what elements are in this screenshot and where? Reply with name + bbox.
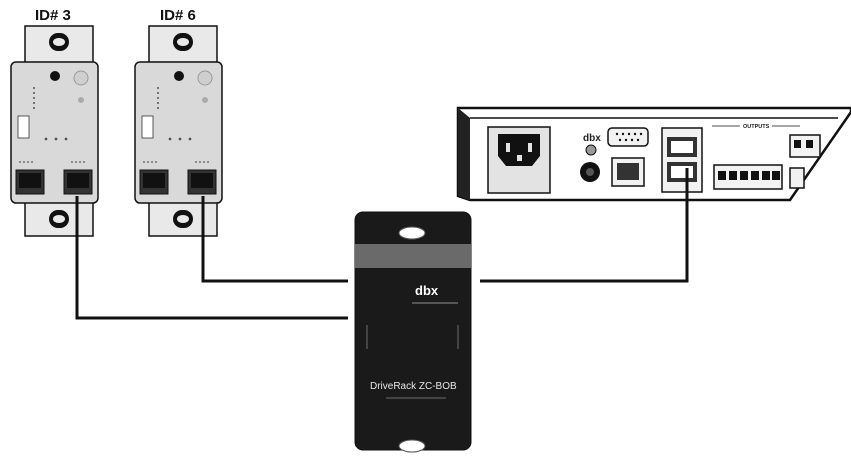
cable-panel-id6 xyxy=(201,196,348,283)
status-led-icon xyxy=(174,71,184,81)
panel-module xyxy=(10,61,99,204)
driverack-rear-panel: dbx OUTPUTS xyxy=(456,106,851,202)
bob-brand-logo: dbx xyxy=(415,283,439,298)
rack-brand-logo: dbx xyxy=(583,133,601,144)
panel-id-label: ID# 3 xyxy=(35,7,71,24)
cables xyxy=(75,168,689,320)
status-led-icon xyxy=(50,71,60,81)
wall-panel-id3: ID# 3 xyxy=(10,7,99,237)
cable-panel-id3 xyxy=(75,196,348,320)
mount-hole-top xyxy=(398,226,426,240)
bob-band xyxy=(355,244,471,268)
cable-to-rack xyxy=(480,168,689,283)
wall-panel-id6: ID# 6 xyxy=(134,7,223,237)
outputs-label: OUTPUTS xyxy=(743,124,770,130)
mount-hole-bottom xyxy=(398,439,426,453)
panel-module xyxy=(134,61,223,204)
panel-id-label: ID# 6 xyxy=(160,7,196,24)
serial-port xyxy=(607,127,649,147)
bob-model-name: DriveRack ZC-BOB xyxy=(370,381,457,392)
label-sticker xyxy=(17,115,30,139)
label-sticker xyxy=(141,115,154,139)
breakout-box: dbx DriveRack ZC-BOB xyxy=(354,211,472,453)
